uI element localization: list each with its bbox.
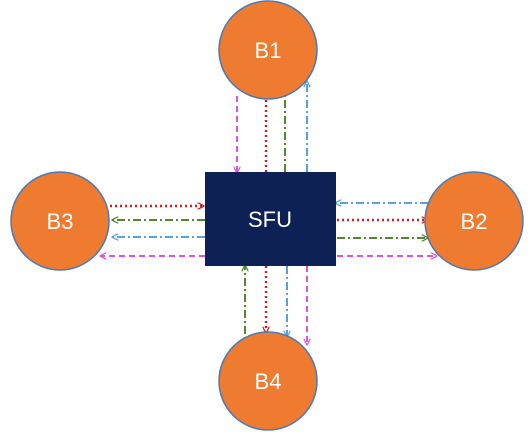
node-b4: B4: [218, 331, 318, 431]
node-b1-circle: [218, 0, 318, 100]
node-b3-circle: [10, 171, 110, 271]
b1-sfu-arrows: [237, 82, 307, 172]
sfu-box: [205, 172, 336, 266]
node-b4-circle: [218, 331, 318, 431]
node-b2-label: B2: [461, 209, 488, 234]
node-b2: B2: [424, 171, 524, 271]
sfu-label: SFU: [248, 207, 292, 232]
node-b1-label: B1: [255, 38, 282, 63]
node-b2-circle: [424, 171, 524, 271]
node-b3: B3: [10, 171, 110, 271]
b4-sfu-arrows: [245, 266, 307, 350]
sfu-node: SFU: [205, 172, 336, 266]
node-b4-label: B4: [255, 369, 282, 394]
node-b1: B1: [218, 0, 318, 100]
b2-sfu-arrows: [336, 203, 436, 256]
b3-sfu-arrows: [101, 206, 205, 256]
node-b3-label: B3: [47, 209, 74, 234]
